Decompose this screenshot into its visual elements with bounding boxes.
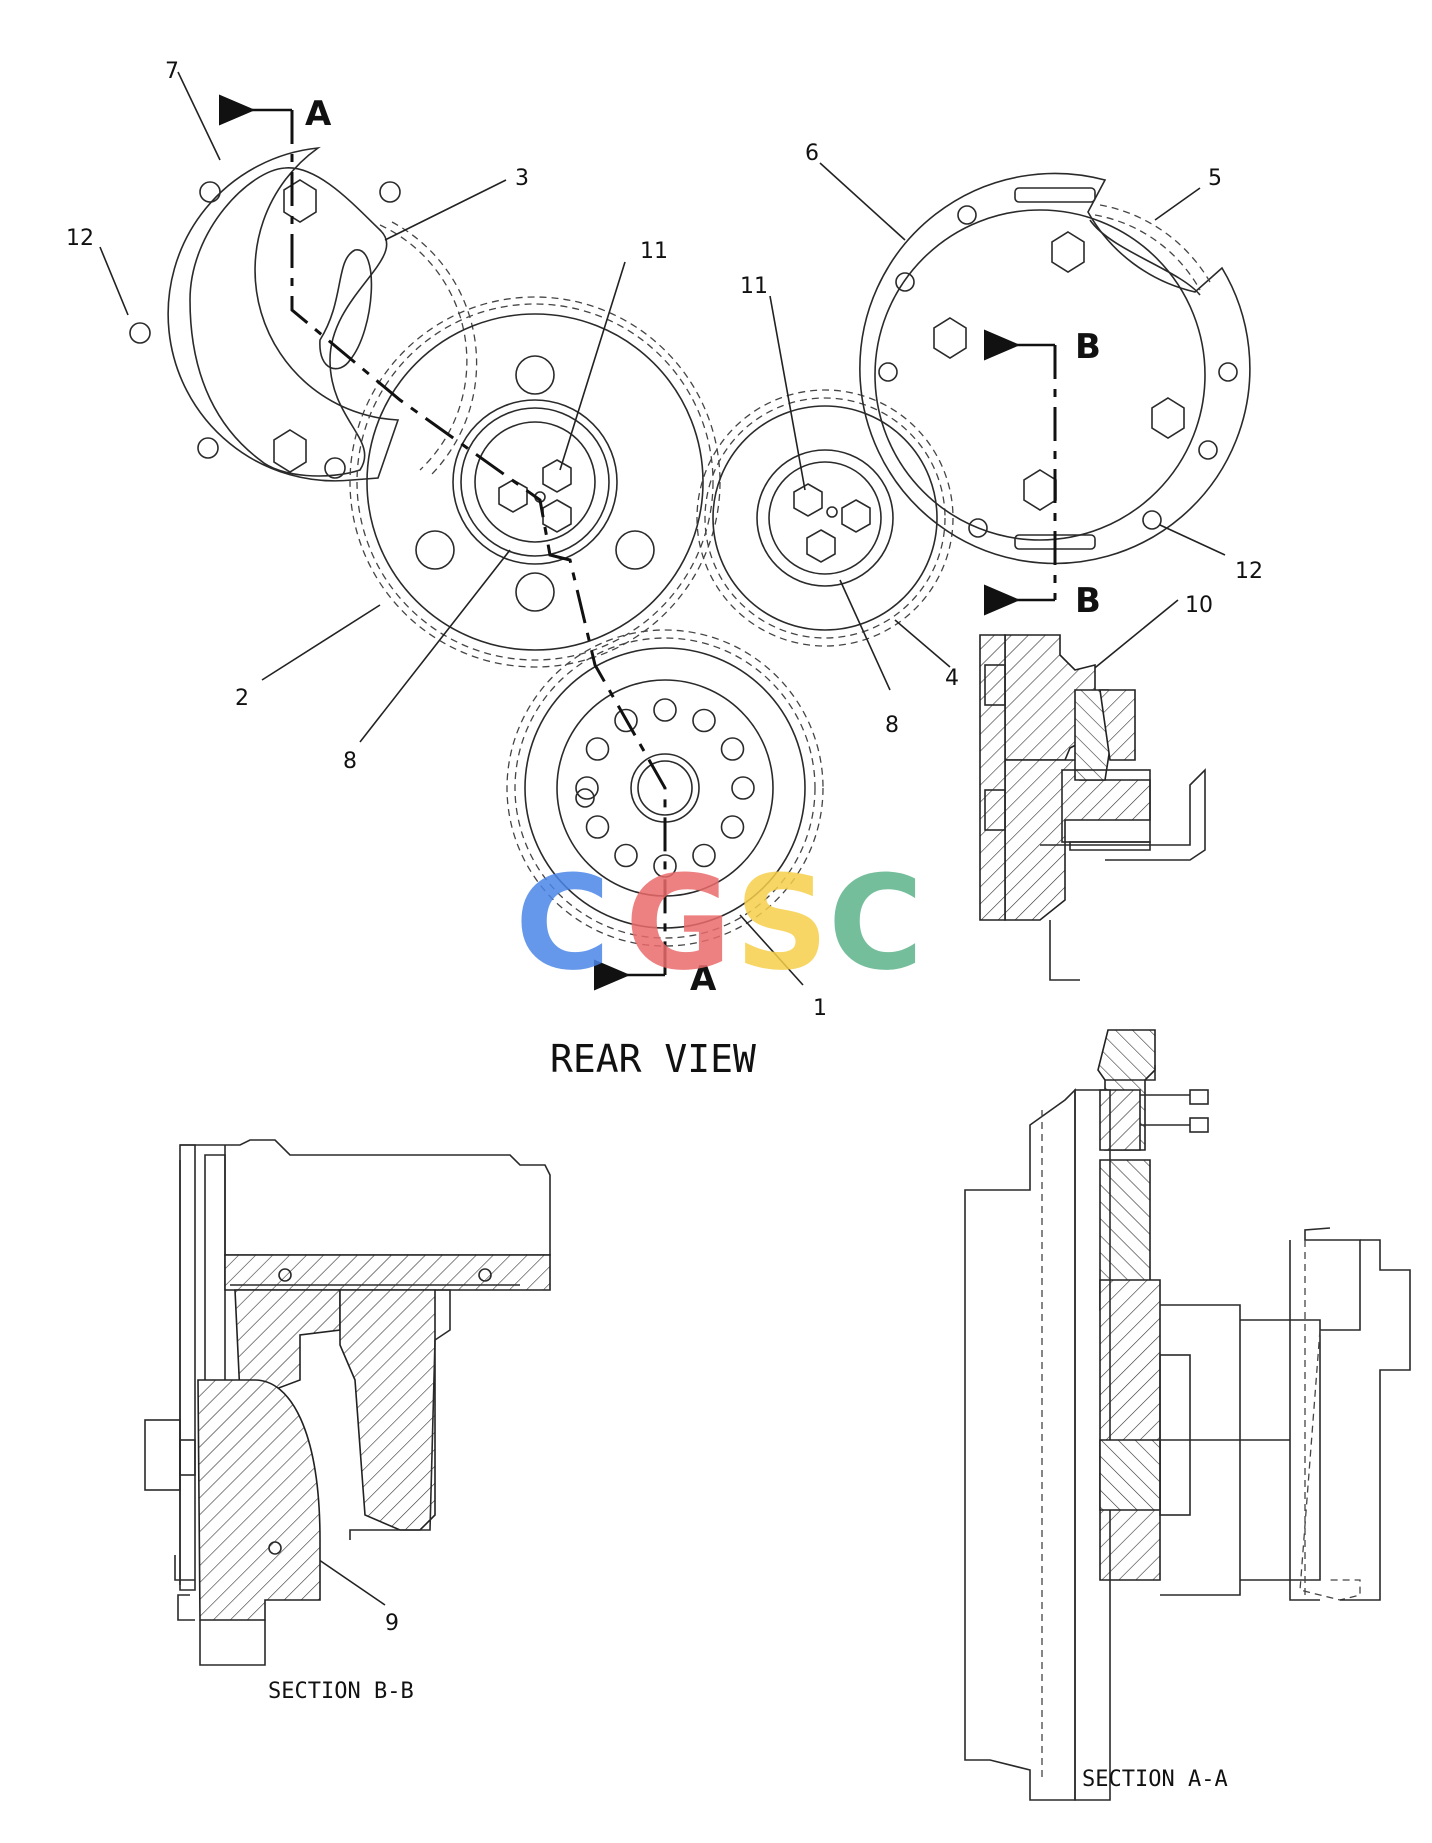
callout-2: 2 [235,686,249,711]
callout-11a: 11 [640,239,668,264]
marker-b-bottom: B [1075,581,1101,621]
watermark-logo: C G S C [515,847,923,999]
bolt-hole [585,737,610,761]
marker-b-top: B [1075,327,1101,367]
bolt-hole [692,843,716,868]
section-marker-labels: A A B B [305,94,1101,999]
caption-section-aa: SECTION A-A [1082,1767,1228,1792]
bolt-hole [653,698,677,722]
bolt-hole [585,815,610,839]
caption-rear-view: REAR VIEW [550,1037,756,1081]
callout-9: 10 [1185,593,1213,618]
callout-10: 9 [385,1611,399,1636]
watermark-letter: G [625,847,732,999]
section-line-a [218,94,667,991]
section-line-b [983,329,1057,616]
bolt-hole [720,737,745,761]
callout-7: 7 [165,59,179,84]
bolt-hole [692,708,716,733]
bolt-hole [720,815,745,839]
bolt-hole [653,854,677,878]
callout-4: 4 [945,666,959,691]
part-4-accessory-gear [696,389,954,647]
marker-a-bottom: A [690,959,717,999]
part-3-idler-gear [319,221,478,477]
part-2-large-gear [349,296,721,668]
callout-6: 6 [805,141,819,166]
bolt-hole [731,776,755,800]
bolt-hole [614,843,638,868]
bolt-hole [614,708,638,733]
marker-a-top: A [305,94,332,134]
callout-1: 1 [813,996,827,1021]
callout-12b: 12 [1235,559,1263,584]
part-5-hidden-gear [1094,204,1211,291]
bolt-hole [575,776,599,800]
watermark-letter: S [735,847,829,999]
callout-5: 5 [1208,166,1222,191]
watermark-letter: C [515,847,610,999]
callout-8b: 8 [885,713,899,738]
part-1-crankshaft-gear [506,629,824,947]
watermark-letter: C [828,847,923,999]
callout-11b: 11 [740,274,768,299]
callout-labels: 7 3 12 11 2 8 11 8 4 6 5 12 10 1 9 [66,59,1263,1636]
callout-8a: 8 [343,749,357,774]
leader-lines [99,71,1226,1606]
caption-section-bb: SECTION B-B [268,1679,414,1704]
callout-12a: 12 [66,226,94,251]
section-aa-drawing [964,634,1411,1801]
part-7-flange-plate [129,146,401,482]
section-bb-drawing [144,1139,551,1666]
callout-3: 3 [515,166,529,191]
